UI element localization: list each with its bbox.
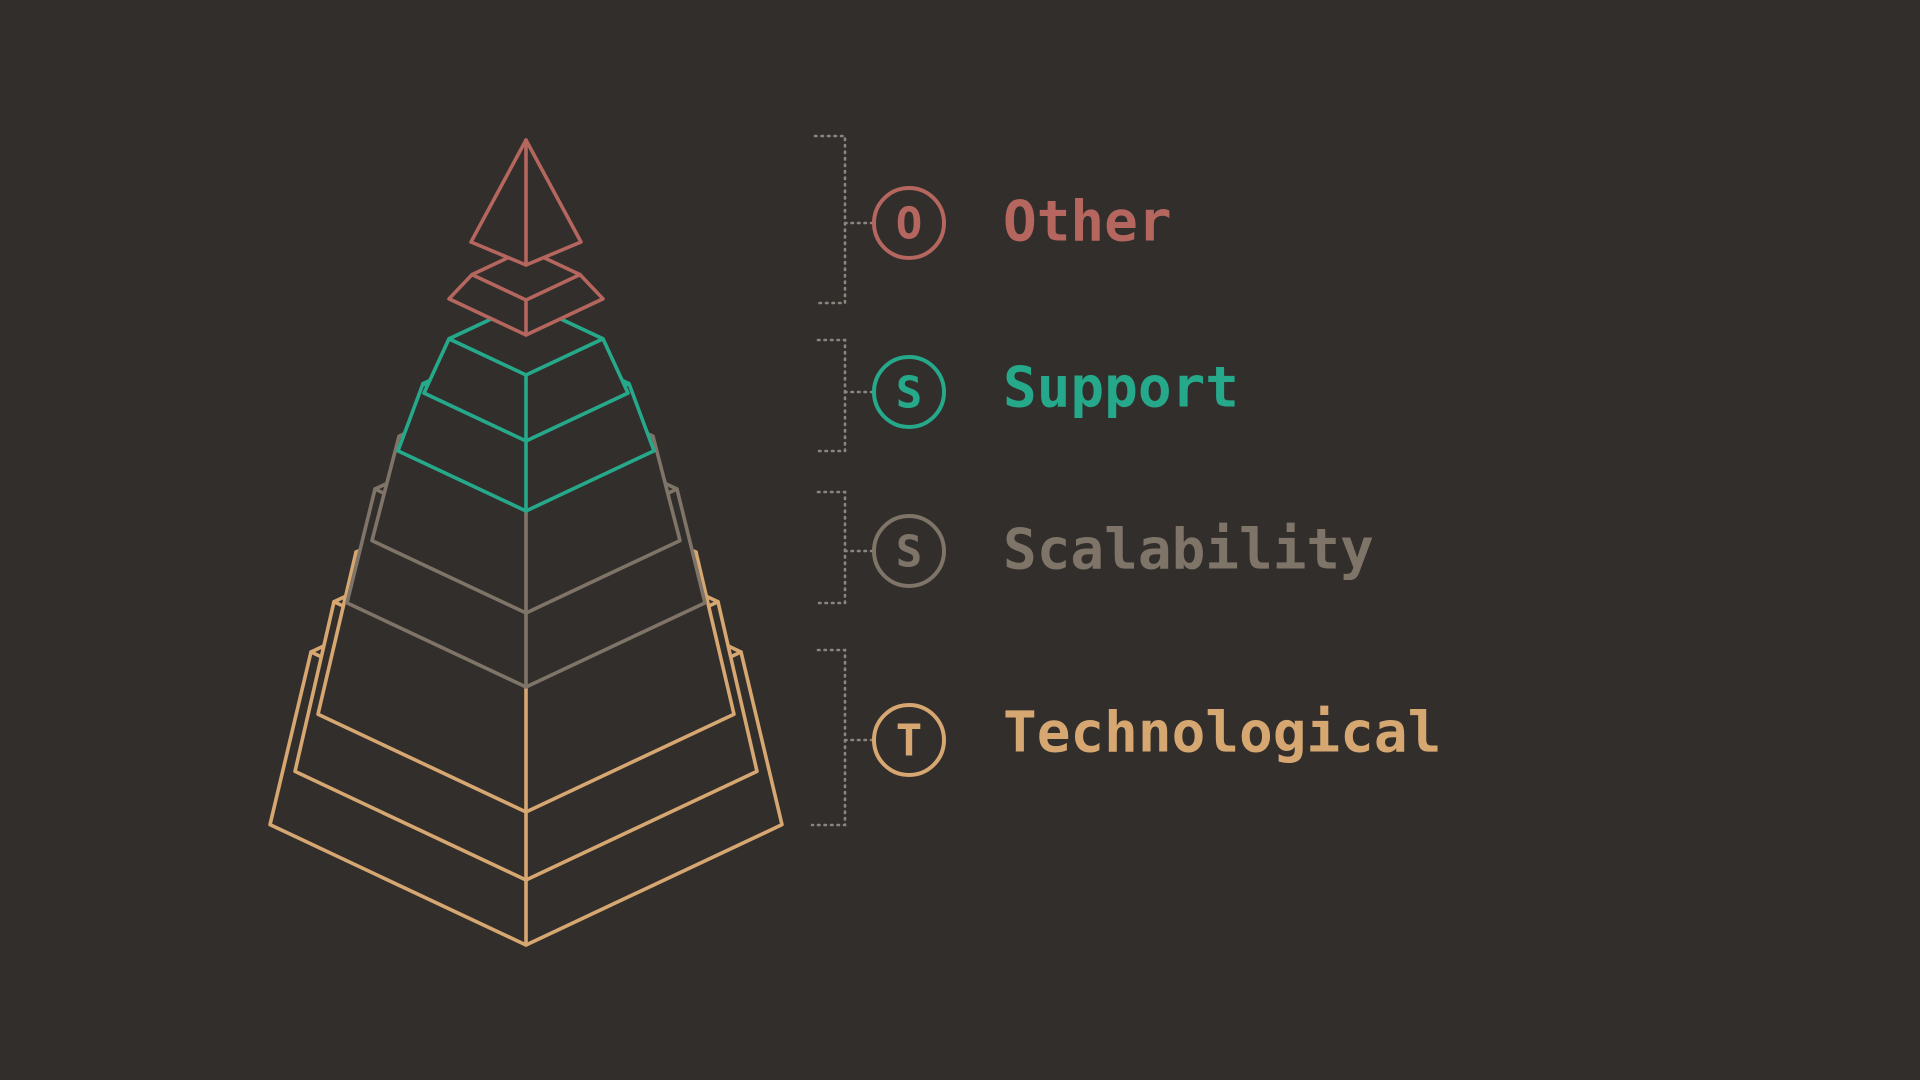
badge-letter-other: O [896, 199, 923, 250]
bracket-support [813, 338, 874, 453]
pyramid-slice-support [422, 300, 630, 443]
pyramid-apex [469, 138, 583, 267]
badge-scalability [872, 514, 946, 588]
badge-letter-technological: T [896, 716, 923, 767]
bracket-scalability [813, 490, 874, 605]
badge-support [872, 355, 946, 429]
pyramid-slice-other [447, 247, 605, 337]
label-scalability: Scalability [1003, 518, 1374, 583]
legend-scalability: S Scalability [813, 490, 1374, 605]
badge-letter-support: S [896, 368, 923, 419]
legend-other: O Other [813, 134, 1172, 305]
label-other: Other [1003, 190, 1172, 255]
badge-technological [872, 703, 946, 777]
badge-other [872, 186, 946, 260]
legend-support: S Support [813, 338, 1239, 453]
label-support: Support [1003, 356, 1239, 421]
layered-pyramid [268, 138, 784, 947]
legend-technological: T Technological [810, 648, 1441, 827]
badge-letter-scalability: S [896, 527, 923, 578]
bracket-other [813, 134, 874, 305]
bracket-technological [810, 648, 874, 827]
label-technological: Technological [1003, 701, 1441, 766]
